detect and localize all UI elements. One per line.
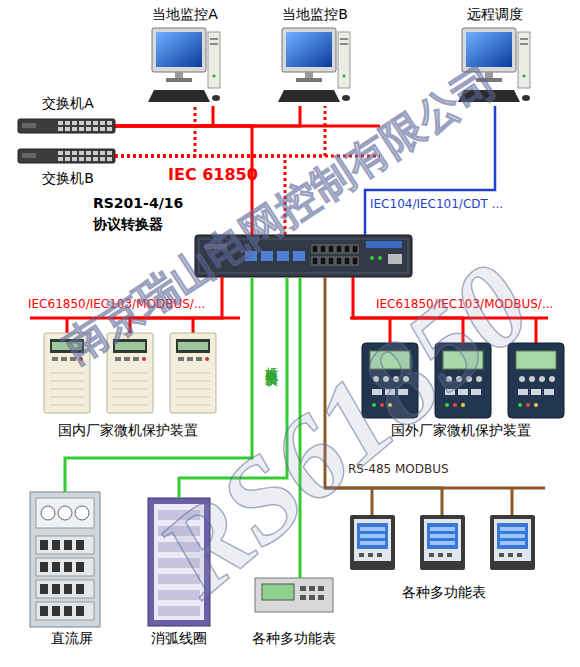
dc-panel-icon — [30, 492, 100, 627]
dc-panel-icon — [40, 606, 48, 616]
dc-panel-icon — [36, 536, 94, 554]
converter-icon — [312, 257, 318, 265]
dc-panel-icon — [40, 584, 48, 594]
converter-icon — [344, 257, 350, 265]
node-label: 交换机B — [42, 170, 94, 187]
node-label: 交换机A — [42, 95, 94, 112]
dc-panel-icon — [36, 602, 94, 620]
switch-icon — [18, 119, 115, 133]
panel-meter-icon — [420, 515, 465, 570]
rack-meter-icon — [309, 586, 315, 591]
rack-meter-icon — [318, 586, 324, 591]
protocol-label: 标准或自定义协议 — [262, 356, 280, 364]
dc-panel-icon — [75, 506, 89, 520]
dc-panel-icon — [36, 498, 94, 528]
meter-group: 各种多功能表 — [347, 515, 537, 573]
dc-panel-icon — [64, 606, 72, 616]
computer-workstation: 当地监控B — [280, 28, 350, 106]
rack-meter-icon — [300, 586, 306, 591]
converter-icon — [352, 245, 358, 253]
dc-panel-icon — [36, 580, 94, 598]
dc-panel-icon — [52, 540, 60, 550]
connector — [115, 106, 300, 126]
node-label: 消弧线圈 — [151, 630, 207, 647]
dc-panel-icon — [41, 506, 55, 520]
dc-panel-icon — [30, 492, 100, 627]
network-switch: 交换机B — [18, 149, 115, 163]
connector — [115, 106, 325, 156]
dc-panel-icon — [64, 562, 72, 572]
dc-panel: 直流屏 — [30, 492, 100, 627]
converter-icon — [328, 257, 334, 265]
converter-icon — [320, 257, 326, 265]
edge-label: IEC104/IEC101/CDT ... — [370, 197, 503, 211]
domestic-relay-icon — [170, 333, 216, 413]
dc-panel-icon — [64, 584, 72, 594]
dc-panel-icon — [40, 562, 48, 572]
dc-panel-icon — [76, 540, 84, 550]
converter-icon — [293, 251, 305, 261]
dc-panel-icon — [36, 558, 94, 576]
node-label: 远程调度 — [467, 6, 523, 23]
rack-meter-icon — [262, 584, 294, 600]
computer-workstation: 当地监控A — [150, 28, 220, 106]
converter-icon — [344, 245, 350, 253]
converter-icon — [352, 257, 358, 265]
node-label: 各种多功能表 — [252, 630, 336, 647]
converter-icon — [320, 245, 326, 253]
dc-panel-icon — [58, 506, 72, 520]
node-label: 直流屏 — [51, 630, 93, 647]
node-label: 各种多功能表 — [402, 584, 486, 601]
node-label: RS201-4/16 协议转换器 — [93, 193, 193, 235]
dc-panel-icon — [76, 606, 84, 616]
dc-panel-icon — [52, 606, 60, 616]
converter-icon — [336, 257, 342, 265]
network-switch: 交换机A — [18, 119, 115, 133]
drop-line — [192, 318, 195, 333]
computer-icon — [278, 28, 350, 102]
converter-icon — [366, 241, 402, 248]
converter-icon — [388, 254, 402, 264]
protocol-label: IEC 61850 — [168, 165, 258, 184]
dc-panel-icon — [76, 584, 84, 594]
converter-icon — [370, 256, 374, 260]
dc-panel-icon — [40, 540, 48, 550]
dc-panel-icon — [64, 540, 72, 550]
rack-meter-icon — [309, 595, 315, 600]
switch-icon — [18, 149, 115, 163]
panel-meter-icon — [350, 515, 395, 570]
panel-meter-icon — [490, 515, 535, 570]
converter-icon — [328, 245, 334, 253]
connector — [115, 106, 213, 126]
drop-line — [511, 488, 514, 515]
dc-panel-icon — [52, 562, 60, 572]
connector — [115, 106, 195, 156]
converter-icon — [378, 256, 382, 260]
dc-panel-icon — [52, 584, 60, 594]
converter-icon — [312, 245, 318, 253]
arc-coil-cabinet-icon — [158, 606, 200, 616]
computer-icon — [148, 28, 220, 102]
rack-meter-icon — [300, 595, 306, 600]
dc-panel-icon — [76, 562, 84, 572]
node-label: 当地监控A — [152, 6, 218, 23]
converter-icon — [336, 245, 342, 253]
converter-icon — [277, 251, 289, 261]
rack-meter-icon — [318, 595, 324, 600]
node-label: 国内厂家微机保护装置 — [58, 422, 198, 439]
node-label: 当地监控B — [282, 6, 348, 23]
